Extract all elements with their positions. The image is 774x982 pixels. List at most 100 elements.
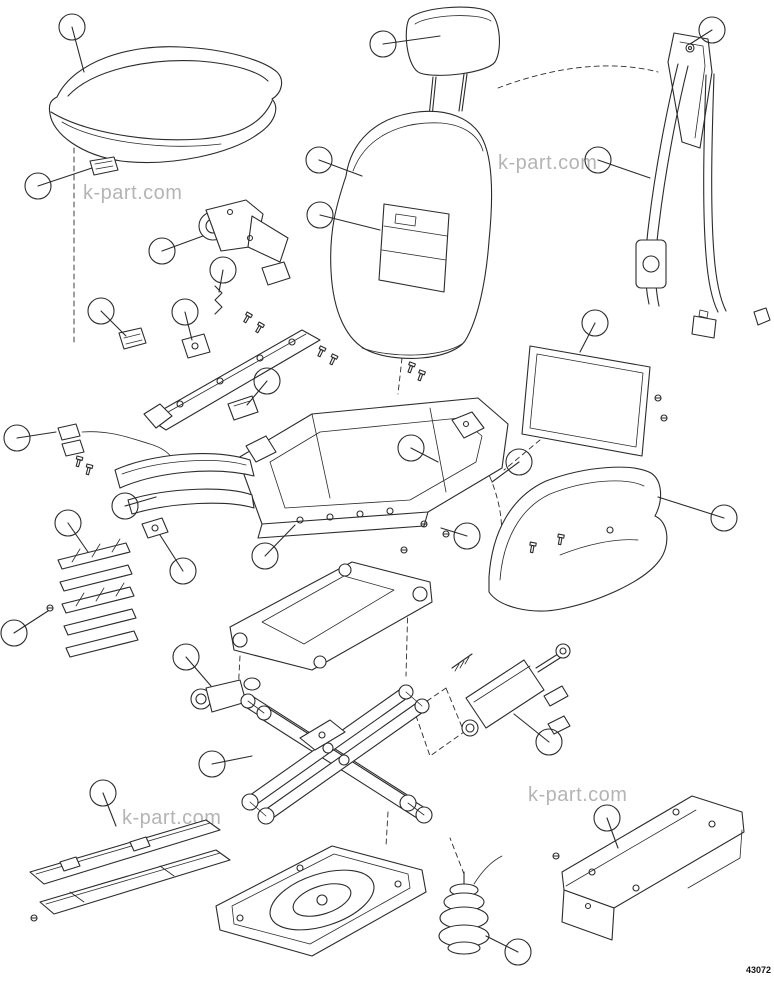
callout-leader-line (211, 755, 253, 765)
part-seat-belt-assembly (635, 32, 771, 339)
callout-c11 (171, 298, 199, 341)
callout-balloon (698, 16, 726, 44)
watermark-text: k-part.com (528, 784, 627, 806)
callout-leader-line (124, 496, 157, 507)
callout-c8 (148, 235, 204, 265)
callout-leader-line (185, 656, 212, 687)
callout-balloon (505, 448, 533, 476)
callout-c7 (306, 201, 381, 231)
callout-c10 (87, 297, 127, 337)
callout-leader-line (246, 380, 268, 406)
callout-balloon (171, 298, 199, 326)
part-seat-rails (29, 819, 231, 915)
callout-balloon (581, 309, 609, 337)
callout-balloon (24, 172, 52, 200)
part-frame-side-member (143, 329, 321, 431)
callout-c27 (89, 779, 117, 827)
callout-balloon (251, 542, 279, 570)
callout-balloon (369, 30, 397, 58)
callout-leader-line (67, 522, 89, 553)
callout-balloon (0, 619, 28, 647)
callout-c9 (209, 256, 237, 293)
watermark-text: k-part.com (498, 152, 597, 174)
callout-balloon (198, 750, 226, 778)
callout-c17 (111, 492, 157, 520)
callout-leader-line (382, 35, 441, 45)
callout-layer (0, 13, 738, 966)
part-shock-absorber (451, 643, 571, 737)
callout-leader-line (218, 269, 224, 293)
callout-c4 (24, 167, 93, 200)
callout-balloon (504, 938, 532, 966)
callout-c22 (440, 522, 481, 550)
callout-balloon (87, 297, 115, 325)
callout-leader-line (579, 322, 596, 353)
callout-balloon (172, 643, 200, 671)
part-mounting-plate (561, 795, 745, 941)
callout-leader-line (597, 159, 651, 179)
callout-leader-line (410, 447, 439, 463)
callout-balloon (58, 13, 86, 41)
callout-balloon (584, 146, 612, 174)
part-headrest (405, 6, 501, 118)
part-seat-cushion (48, 46, 283, 164)
callout-leader-line (16, 431, 57, 439)
callout-c2 (369, 30, 441, 58)
callout-leader-line (161, 235, 204, 252)
callout-balloon (54, 509, 82, 537)
callout-c26 (513, 713, 563, 756)
part-air-spring (438, 855, 503, 955)
callout-c15 (397, 434, 439, 463)
callout-c16 (491, 448, 533, 483)
callout-leader-line (13, 610, 49, 634)
callout-balloon (253, 367, 281, 395)
callout-leader-line (184, 311, 193, 341)
callout-balloon (111, 492, 139, 520)
callout-balloon (453, 522, 481, 550)
callout-c5 (305, 146, 363, 177)
callout-leader-line (513, 713, 550, 743)
callout-c20 (159, 534, 197, 585)
callout-c29 (485, 935, 532, 966)
callout-balloon (535, 728, 563, 756)
callout-c3 (689, 16, 726, 45)
callout-c25 (198, 750, 253, 778)
part-armrest-mechanism (198, 199, 291, 315)
callout-balloon (209, 256, 237, 284)
part-side-trim-panel (488, 466, 668, 612)
callout-balloon (397, 434, 425, 462)
part-center-plate (227, 395, 259, 421)
callout-leader-line (319, 214, 381, 231)
callout-balloon (305, 146, 333, 174)
callout-c6 (584, 146, 651, 179)
callout-leader-line (318, 159, 363, 177)
callout-c1 (58, 13, 86, 73)
callout-balloon (710, 504, 738, 532)
callout-leader-line (102, 792, 117, 827)
part-scissor-mechanism (240, 684, 433, 825)
callout-leader-line (491, 461, 520, 483)
part-main-seat-frame (237, 397, 509, 539)
callout-c12 (579, 309, 609, 353)
callout-leader-line (485, 935, 519, 953)
callout-leader-line (264, 524, 296, 557)
callout-c13 (246, 367, 281, 406)
callout-balloon (593, 804, 621, 832)
part-wiring-connector (57, 423, 173, 459)
part-heater-slats (57, 538, 139, 658)
part-base-swivel-frame (215, 845, 427, 957)
callout-c19 (54, 509, 89, 553)
callout-c28 (593, 804, 621, 849)
watermark-text: k-part.com (83, 182, 182, 204)
part-cushion-clip (89, 156, 119, 176)
callout-c23 (0, 610, 49, 647)
callout-balloon (148, 237, 176, 265)
part-roller-cylinder (190, 677, 261, 713)
part-trim-strips (114, 453, 255, 539)
callout-leader-line (159, 534, 184, 572)
callout-leader-line (100, 310, 127, 337)
part-small-bracket (181, 333, 211, 359)
callout-balloon (3, 424, 31, 452)
